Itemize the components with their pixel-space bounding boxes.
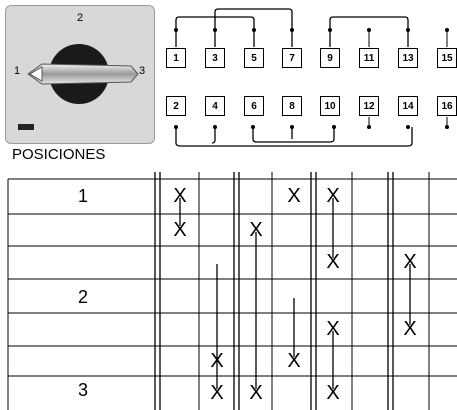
positions-caption: POSICIONES — [12, 146, 106, 163]
terminal-11: 11 — [359, 48, 379, 68]
contact-mark: X — [210, 350, 224, 372]
terminal-12: 12 — [359, 96, 379, 116]
rotary-switch-panel: 2 1 3 — [5, 5, 155, 144]
terminal-9: 9 — [320, 48, 340, 68]
terminal-10: 10 — [320, 96, 340, 116]
contact-mark: X — [403, 251, 417, 273]
position-label-3: 3 — [139, 65, 146, 77]
contact-mark: X — [403, 318, 417, 340]
terminal-7: 7 — [282, 48, 302, 68]
contact-mark: X — [173, 185, 187, 207]
table-position-1: 1 — [77, 186, 88, 206]
table-position-2: 2 — [77, 287, 88, 307]
position-label-2: 2 — [77, 12, 84, 24]
contact-mark: X — [326, 251, 340, 273]
table-position-3: 3 — [77, 380, 88, 400]
contact-mark: X — [326, 318, 340, 340]
terminal-2: 2 — [166, 96, 186, 116]
contact-mark: X — [249, 219, 263, 241]
terminal-wiring — [174, 8, 449, 147]
contact-mark: X — [287, 185, 301, 207]
contact-mark: X — [173, 219, 187, 241]
contact-mark: X — [287, 350, 301, 372]
contact-mark: X — [326, 382, 340, 404]
rotary-knob-icon — [18, 44, 139, 130]
terminal-16: 16 — [437, 96, 457, 116]
terminal-8: 8 — [282, 96, 302, 116]
terminal-4: 4 — [205, 96, 225, 116]
terminal-3: 3 — [205, 48, 225, 68]
contact-mark: X — [210, 382, 224, 404]
terminal-13: 13 — [398, 48, 418, 68]
terminal-6: 6 — [244, 96, 264, 116]
contact-mark: X — [326, 185, 340, 207]
position-label-1: 1 — [14, 65, 21, 77]
contact-mark: X — [249, 382, 263, 404]
terminal-15: 15 — [437, 48, 457, 68]
terminal-5: 5 — [244, 48, 264, 68]
terminal-1: 1 — [166, 48, 186, 68]
terminal-14: 14 — [398, 96, 418, 116]
